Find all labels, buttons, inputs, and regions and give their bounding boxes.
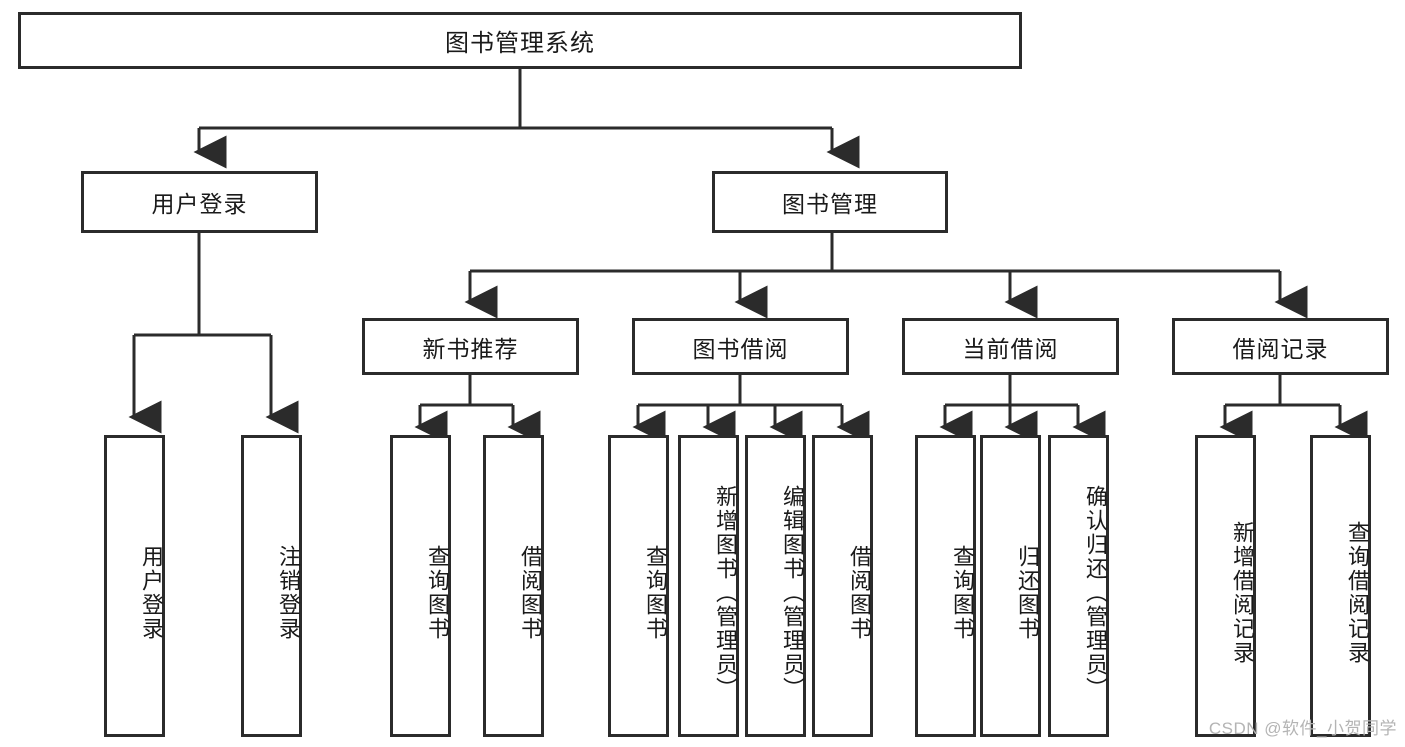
node-new-book-recommend[interactable]: 新书推荐 — [362, 318, 579, 375]
leaf-current-return-book[interactable]: 归还图书 — [980, 435, 1041, 737]
leaf-record-add-borrow-record[interactable]: 新增借阅记录 — [1195, 435, 1256, 737]
leaf-borrow-borrow-book-label: 借阅图书 — [847, 545, 872, 641]
node-book-management-label: 图书管理 — [782, 191, 878, 217]
leaf-record-query-borrow-record-label: 查询借阅记录 — [1345, 521, 1370, 665]
leaf-recommend-borrow-book[interactable]: 借阅图书 — [483, 435, 544, 737]
leaf-current-return-book-label: 归还图书 — [1015, 545, 1040, 641]
node-new-book-recommend-label: 新书推荐 — [422, 335, 519, 362]
node-borrow-record[interactable]: 借阅记录 — [1172, 318, 1389, 375]
node-user-login-label: 用户登录 — [151, 191, 248, 217]
leaf-current-query-book[interactable]: 查询图书 — [915, 435, 976, 737]
leaf-current-confirm-return-admin[interactable]: 确认归还（管理员） — [1048, 435, 1109, 737]
leaf-borrow-edit-book-admin[interactable]: 编辑图书（管理员） — [745, 435, 806, 737]
node-book-management[interactable]: 图书管理 — [712, 171, 948, 233]
leaf-borrow-borrow-book[interactable]: 借阅图书 — [812, 435, 873, 737]
leaf-user-logout[interactable]: 注销登录 — [241, 435, 302, 737]
leaf-record-query-borrow-record[interactable]: 查询借阅记录 — [1310, 435, 1371, 737]
leaf-recommend-query-book[interactable]: 查询图书 — [390, 435, 451, 737]
leaf-borrow-edit-book-admin-label: 编辑图书（管理员） — [780, 485, 805, 701]
leaf-borrow-query-book-label: 查询图书 — [643, 545, 668, 641]
node-current-borrow-label: 当前借阅 — [962, 335, 1059, 362]
leaf-borrow-query-book[interactable]: 查询图书 — [608, 435, 669, 737]
node-root-label: 图书管理系统 — [445, 30, 595, 57]
leaf-recommend-borrow-book-label: 借阅图书 — [518, 545, 543, 641]
node-book-borrow[interactable]: 图书借阅 — [632, 318, 849, 375]
node-borrow-record-label: 借阅记录 — [1232, 335, 1329, 362]
leaf-borrow-add-book-admin-label: 新增图书（管理员） — [713, 485, 738, 701]
leaf-user-logout-label: 注销登录 — [276, 545, 301, 641]
node-user-login[interactable]: 用户登录 — [81, 171, 318, 233]
leaf-recommend-query-book-label: 查询图书 — [425, 545, 450, 641]
node-root-system[interactable]: 图书管理系统 — [18, 12, 1022, 69]
leaf-record-add-borrow-record-label: 新增借阅记录 — [1230, 521, 1255, 665]
leaf-current-query-book-label: 查询图书 — [950, 545, 975, 641]
node-book-borrow-label: 图书借阅 — [692, 335, 789, 362]
leaf-borrow-add-book-admin[interactable]: 新增图书（管理员） — [678, 435, 739, 737]
node-current-borrow[interactable]: 当前借阅 — [902, 318, 1119, 375]
leaf-current-confirm-return-admin-label: 确认归还（管理员） — [1083, 485, 1108, 701]
watermark: CSDN @软件_小贺同学 — [1208, 719, 1397, 738]
leaf-user-login-label: 用户登录 — [139, 545, 164, 641]
leaf-user-login[interactable]: 用户登录 — [104, 435, 165, 737]
